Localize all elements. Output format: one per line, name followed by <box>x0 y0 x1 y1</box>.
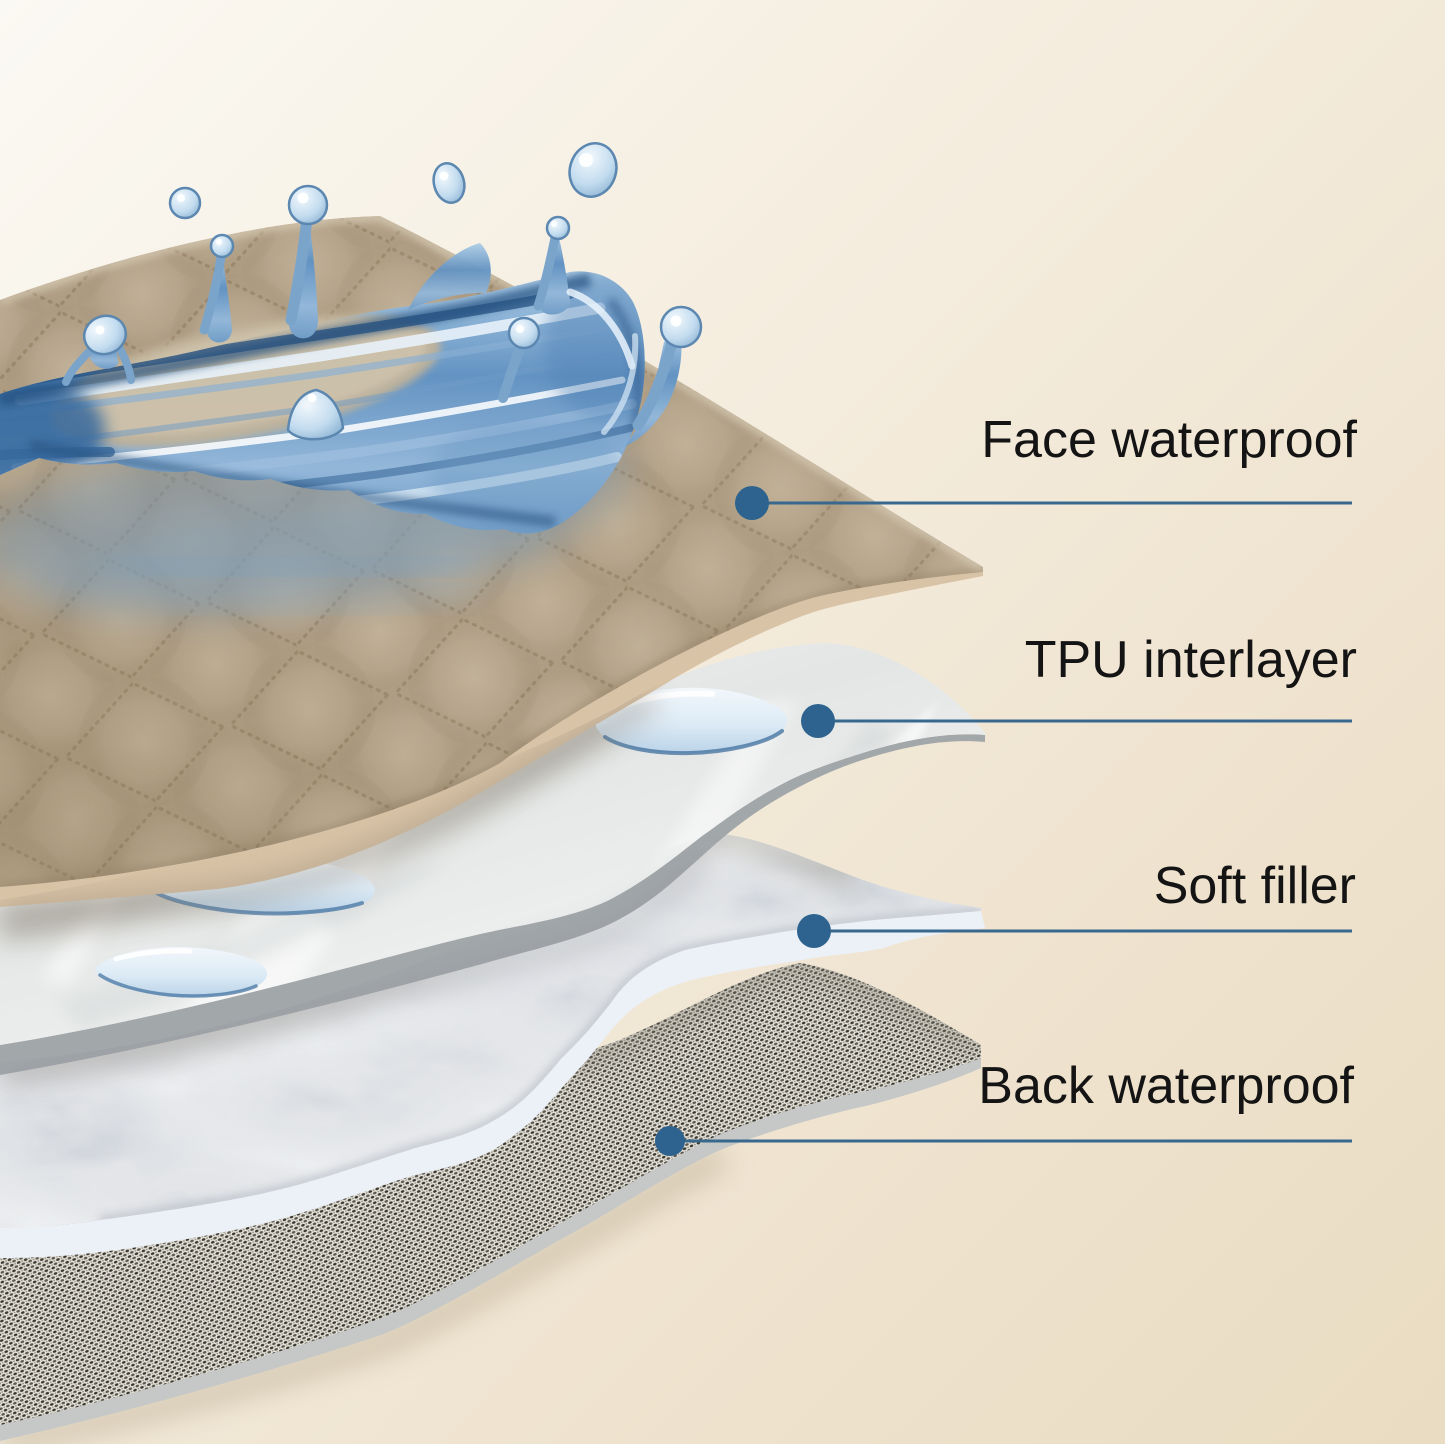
svg-text:TPU interlayer: TPU interlayer <box>1025 631 1357 689</box>
svg-text:Soft filler: Soft filler <box>1154 857 1356 915</box>
svg-text:Face waterproof: Face waterproof <box>981 411 1357 469</box>
svg-text:Back waterproof: Back waterproof <box>978 1057 1354 1115</box>
